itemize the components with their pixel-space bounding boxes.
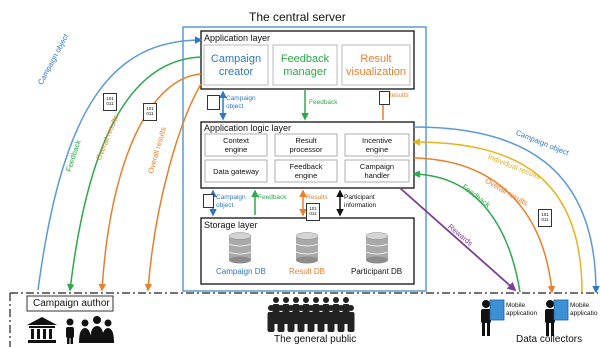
mobile-application-label-1: Mobile application [506, 302, 538, 317]
document-icon-app [207, 95, 220, 110]
crowd-person-body [277, 312, 285, 332]
campaign-object-label-top: Campaign object [226, 95, 256, 110]
crowd-person-body [267, 312, 275, 332]
participant-db-icon [365, 232, 389, 264]
binary-file-icon-4: 101 011 [538, 209, 552, 227]
campaign-handler-box [344, 159, 410, 183]
crowd-person-head [313, 297, 319, 303]
storage-layer-title: Storage layer [204, 220, 258, 230]
crowd-person-head [348, 305, 354, 311]
incentive-engine-label: Incentive engine [361, 136, 393, 154]
overall-results-flow-left-2 [144, 83, 202, 292]
campaign-author-label: Campaign author [33, 298, 110, 309]
document-icon-results [379, 91, 390, 105]
individual-results-flow [412, 138, 583, 293]
institution-icon [27, 317, 57, 343]
crowd-person-head [333, 297, 339, 303]
result-db-icon [295, 232, 319, 264]
rewards-flow [399, 187, 517, 292]
result-processor-box [274, 133, 338, 157]
feedback-engine-label: Feedback engine [289, 162, 323, 180]
binary-file-text-4: 101 011 [541, 212, 549, 222]
crowd-person-body [337, 312, 345, 332]
result-db-label: Result DB [289, 267, 326, 276]
crowd-person-body [307, 312, 315, 332]
crowd-person-head [323, 297, 329, 303]
document-icon-logic [203, 194, 214, 208]
incentive-engine-box [344, 133, 410, 157]
results-label-top: Results [387, 92, 409, 99]
campaign-object-label-bottom: Campaign object [216, 194, 246, 209]
crowd-person-head [268, 305, 274, 311]
crowd-person-body [297, 312, 305, 332]
crowd-person-head [278, 305, 284, 311]
participant-information-label: Participant information [344, 194, 377, 209]
crowd-person-body [287, 312, 295, 332]
context-engine-label: Context engine [223, 136, 249, 154]
crowd-person-head [303, 297, 309, 303]
crowd-person-head [283, 297, 289, 303]
crowd-person-head [273, 297, 279, 303]
campaign-creator-box [203, 44, 269, 86]
diagram-title: The central server [249, 10, 346, 24]
result-visualization-box [341, 44, 411, 86]
crowd-person-body [317, 312, 325, 332]
person-icon [66, 318, 74, 344]
feedback-label-top: Feedback [309, 99, 338, 106]
crowd-person-head [328, 305, 334, 311]
overall-results-flow-left-1 [98, 73, 202, 292]
participant-db-label: Participant DB [351, 267, 403, 276]
feedback-flow-right [412, 170, 521, 293]
campaign-db-label: Campaign DB [216, 267, 266, 276]
feedback-manager-label: Feedback manager [280, 53, 330, 78]
crowd-person-head [338, 305, 344, 311]
binary-file-icon-3: 101 011 [306, 203, 320, 221]
results-label-bottom: Results [306, 194, 328, 201]
crowd-person-head [293, 297, 299, 303]
crowd-person-body [347, 312, 355, 332]
feedback-manager-box [272, 44, 338, 86]
mobile-application-label-2: Mobile application [570, 302, 598, 317]
crowd-person-head [318, 305, 324, 311]
binary-file-icon-2: 101 011 [143, 103, 157, 121]
crowd-person-head [288, 305, 294, 311]
mobile-user-2-icon [545, 299, 569, 336]
feedback-flow-left [66, 56, 202, 292]
result-processor-label: Result processor [289, 136, 323, 154]
binary-file-icon-1: 101 011 [103, 93, 117, 111]
campaign-db-icon [228, 232, 252, 264]
result-visualization-label: Result visualization [346, 53, 406, 78]
data-collectors-label: Data collectors [516, 334, 583, 345]
crowd-person-head [298, 305, 304, 311]
campaign-creator-label: Campaign creator [210, 53, 262, 78]
campaign-handler-label: Campaign handler [359, 162, 395, 180]
crowd-person-head [308, 305, 314, 311]
logic-layer-title: Application logic layer [204, 123, 292, 133]
group-icon [79, 316, 114, 343]
application-layer-title: Application layer [204, 33, 271, 43]
binary-file-text-1: 101 011 [106, 96, 114, 106]
crowd-person-body [327, 312, 335, 332]
binary-file-text-2: 101 011 [146, 106, 154, 116]
campaign-author-box [26, 295, 114, 312]
feedback-engine-box [274, 159, 338, 183]
context-engine-box [204, 133, 268, 157]
binary-file-text-3: 101 011 [309, 206, 317, 216]
mobile-user-1-icon [481, 299, 505, 336]
campaign-object-flow-left [37, 36, 203, 291]
data-gateway-label: Data gateway [213, 167, 259, 176]
crowd-person-head [343, 297, 349, 303]
data-gateway-box [204, 159, 268, 183]
feedback-label-bottom: Feedback [258, 194, 287, 201]
campaign-object-flow-right [413, 126, 600, 294]
general-public-crowd-icon [267, 297, 355, 332]
overall-results-flow-right [413, 157, 556, 294]
general-public-label: The general public [274, 334, 357, 345]
